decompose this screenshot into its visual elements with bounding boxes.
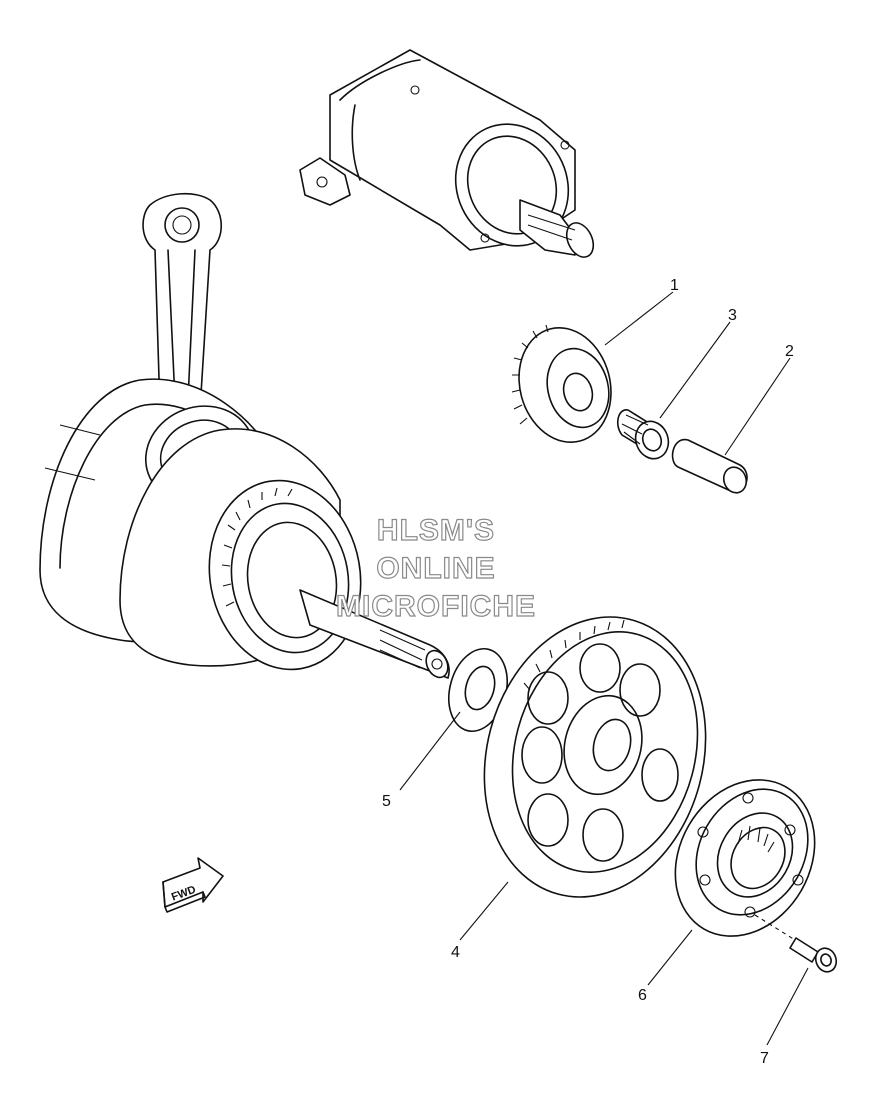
callout-5: 5 <box>382 793 391 810</box>
watermark-line-3: MICROFICHE <box>336 590 536 623</box>
forward-direction-arrow: FWD <box>162 857 224 913</box>
watermark-line-2: ONLINE <box>376 552 495 585</box>
watermark-line-1: HLSM'S <box>377 514 495 547</box>
callout-leaders <box>399 291 809 1046</box>
callout-numbers: 1 3 2 5 4 6 7 <box>382 277 794 1067</box>
part-1-idler-gear <box>511 324 612 444</box>
part-3-needle-bearing <box>616 409 670 460</box>
callout-2: 2 <box>785 343 794 360</box>
part-7-bolt <box>754 914 838 973</box>
part-4-starter-wheel-gear <box>483 616 707 898</box>
starter-motor <box>299 49 595 258</box>
part-2-shaft-pin <box>671 439 748 494</box>
callout-4: 4 <box>451 944 460 961</box>
crankshaft-assembly <box>39 192 450 679</box>
callout-1: 1 <box>670 277 679 294</box>
callout-3: 3 <box>728 307 737 324</box>
part-6-one-way-clutch <box>674 779 816 937</box>
callout-7: 7 <box>760 1050 769 1067</box>
watermark: HLSM'S ONLINE MICROFICHE <box>335 513 536 623</box>
callout-6: 6 <box>638 987 647 1004</box>
